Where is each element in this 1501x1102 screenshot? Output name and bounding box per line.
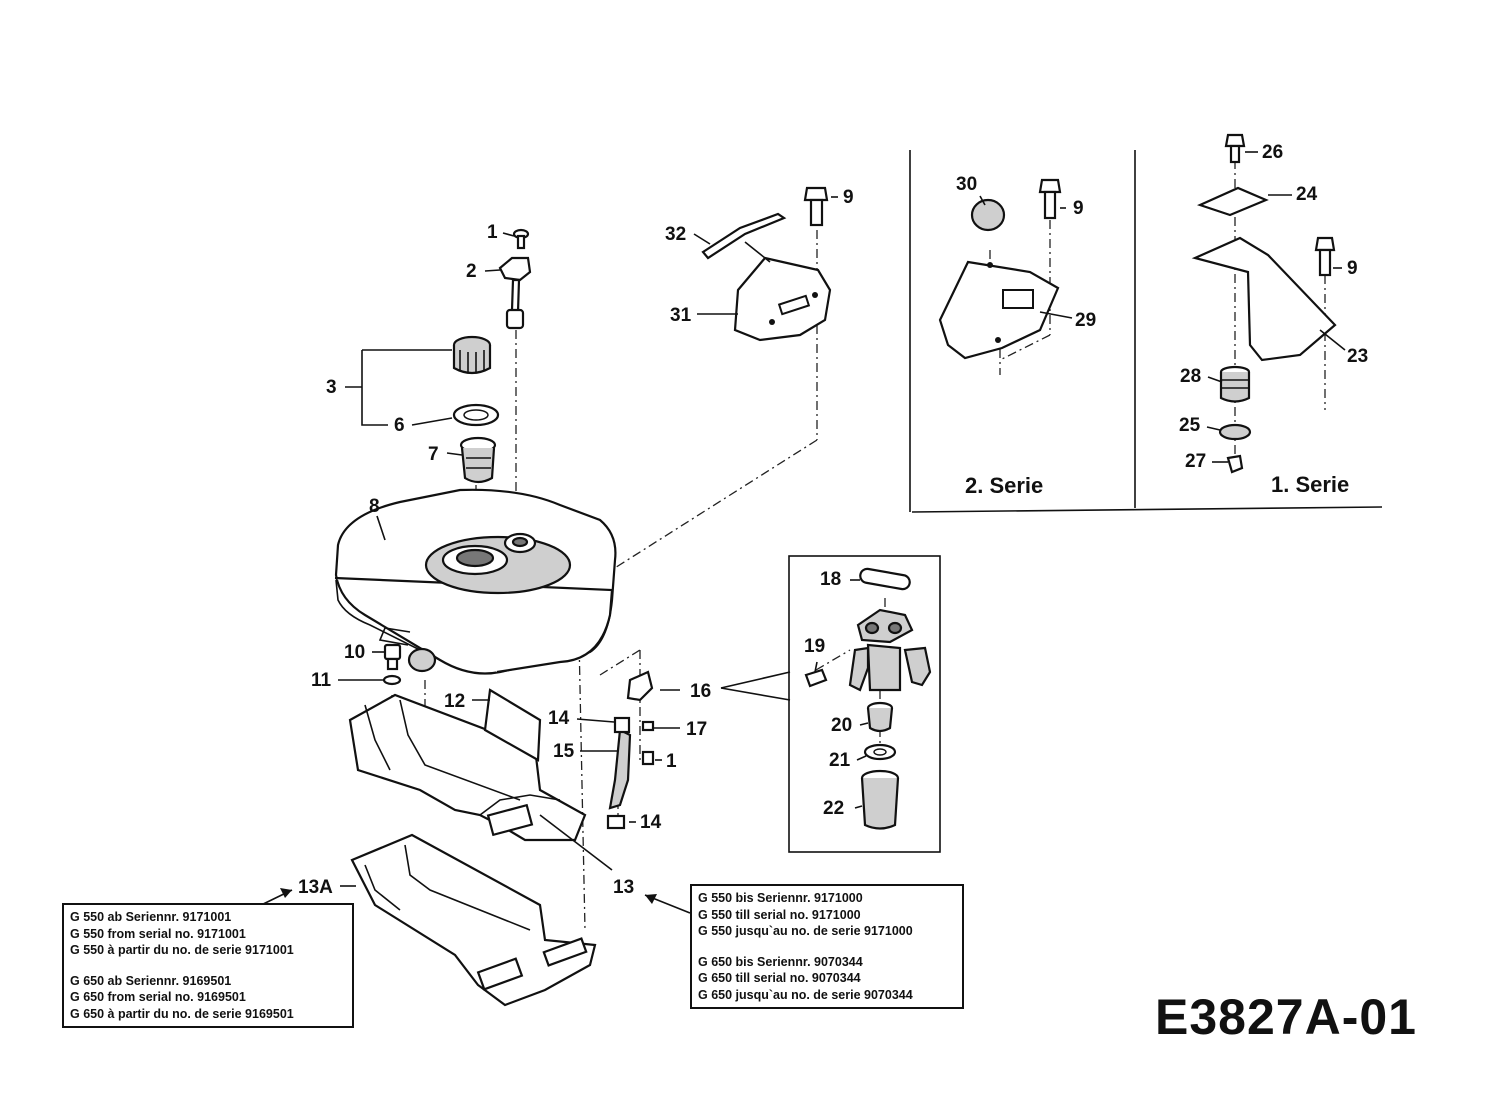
- diagram-code: E3827A-01: [1155, 989, 1417, 1045]
- callout-6: 6: [394, 415, 405, 436]
- variant-panels: [788, 150, 1383, 853]
- note-line: G 650 à partir du no. de serie 9169501: [70, 1006, 294, 1021]
- callout-14-upper: 14: [548, 708, 570, 729]
- callout-31: 31: [670, 305, 692, 326]
- callout-12: 12: [444, 691, 465, 712]
- fuel-valve-part-16: [848, 608, 932, 692]
- plate-part-24: [1196, 186, 1269, 217]
- note-line: G 550 from serial no. 9171001: [70, 926, 246, 941]
- note-line: G 650 from serial no. 9169501: [70, 990, 246, 1004]
- serial-note-from: G 550 ab Seriennr. 9171001 G 550 from se…: [62, 903, 354, 1028]
- callout-1-lower: 1: [666, 751, 677, 772]
- callout-15: 15: [553, 741, 575, 762]
- callout-23: 23: [1347, 346, 1368, 367]
- callout-9-serie2: 9: [1073, 198, 1084, 219]
- bracket-part-12: [483, 688, 542, 762]
- callout-9-main: 9: [843, 187, 854, 208]
- serial-note-until: G 550 bis Seriennr. 9171000 G 550 till s…: [690, 884, 964, 1009]
- fuel-valve-inset: [804, 567, 932, 830]
- callout-11: 11: [311, 670, 332, 691]
- bolt-part-9-main: [803, 186, 829, 227]
- callout-13: 13: [613, 877, 634, 898]
- sediment-cup-part-22: [860, 769, 900, 830]
- shroud-part-31: [733, 256, 832, 342]
- serie-2-label: 2. Serie: [965, 473, 1043, 498]
- callout-28: 28: [1180, 366, 1201, 387]
- note-line: G 650 jusqu`au no. de serie 9070344: [698, 987, 913, 1002]
- callout-18: 18: [820, 569, 841, 590]
- callout-1-top: 1: [487, 222, 498, 243]
- tank-cap-part-3: [452, 335, 492, 375]
- filter-part-20: [866, 701, 894, 733]
- seal-strip-part-32: [701, 212, 787, 260]
- fuel-line-part-15: [606, 716, 632, 830]
- note-line: G 550 ab Seriennr. 9171001: [70, 910, 232, 924]
- tank-base-plate: [348, 693, 587, 842]
- serie-1-label: 1. Serie: [1271, 472, 1349, 497]
- fuel-tank-assembly: [334, 228, 655, 842]
- callout-10: 10: [344, 642, 365, 663]
- callout-22: 22: [823, 798, 844, 819]
- callout-19: 19: [804, 636, 825, 657]
- note-line: G 650 bis Seriennr. 9070344: [698, 954, 863, 969]
- screw-part-1: [512, 228, 530, 250]
- tank-base-part-13A: [350, 833, 597, 1007]
- note-line: G 550 à partir du no. de serie 9171001: [70, 943, 294, 957]
- fuel-tank-part-8: [334, 488, 617, 675]
- washer-part-11: [382, 674, 402, 686]
- fuel-valve-inset-frame: [788, 555, 941, 853]
- spring-part-28: [1219, 365, 1251, 403]
- note-line: G 550 till serial no. 9171000: [698, 907, 861, 922]
- gasket-part-18: [859, 567, 911, 591]
- note-line: G 650 till serial no. 9070344: [698, 971, 861, 985]
- bracket-part-23: [1191, 236, 1337, 362]
- washer-part-25: [1218, 423, 1252, 441]
- screw-part-19: [804, 668, 828, 688]
- callout-20: 20: [831, 715, 852, 736]
- callout-25: 25: [1179, 415, 1201, 436]
- callout-14-lower: 14: [640, 812, 662, 833]
- level-indicator-part-2: [498, 256, 532, 330]
- bolt-part-10: [383, 643, 402, 671]
- note-line: G 550 bis Seriennr. 9171000: [698, 891, 863, 905]
- callout-9-serie1: 9: [1347, 258, 1358, 279]
- callout-16: 16: [690, 681, 711, 702]
- callout-27: 27: [1185, 451, 1206, 472]
- cushion-part: [407, 647, 437, 673]
- callout-2: 2: [466, 261, 477, 282]
- callout-17: 17: [686, 719, 707, 740]
- nut-part-27: [1226, 454, 1244, 474]
- callout-7: 7: [428, 444, 439, 465]
- screw-part-26: [1224, 133, 1246, 148]
- callout-13A: 13A: [298, 877, 333, 898]
- callout-29: 29: [1075, 310, 1096, 331]
- serie-2-parts: [938, 178, 1062, 360]
- callout-21: 21: [829, 750, 851, 771]
- callout-8: 8: [369, 496, 380, 517]
- callout-30: 30: [956, 174, 977, 195]
- callout-24: 24: [1296, 184, 1318, 205]
- note-line: G 650 ab Seriennr. 9169501: [70, 973, 232, 988]
- note-line: G 550 jusqu`au no. de serie 9171000: [698, 924, 913, 938]
- callout-32: 32: [665, 224, 686, 245]
- callout-3: 3: [326, 377, 337, 398]
- callout-26: 26: [1262, 142, 1283, 163]
- callout-labels: 1 2 3 6 7 8 9 32 31 30 9 29 26 24 9 23 2…: [298, 142, 1368, 898]
- bracket-part-16-small: [626, 670, 655, 766]
- strainer-part-7: [459, 436, 497, 484]
- grommet-part-30: [970, 198, 1006, 232]
- serie-1-parts: [1191, 133, 1337, 474]
